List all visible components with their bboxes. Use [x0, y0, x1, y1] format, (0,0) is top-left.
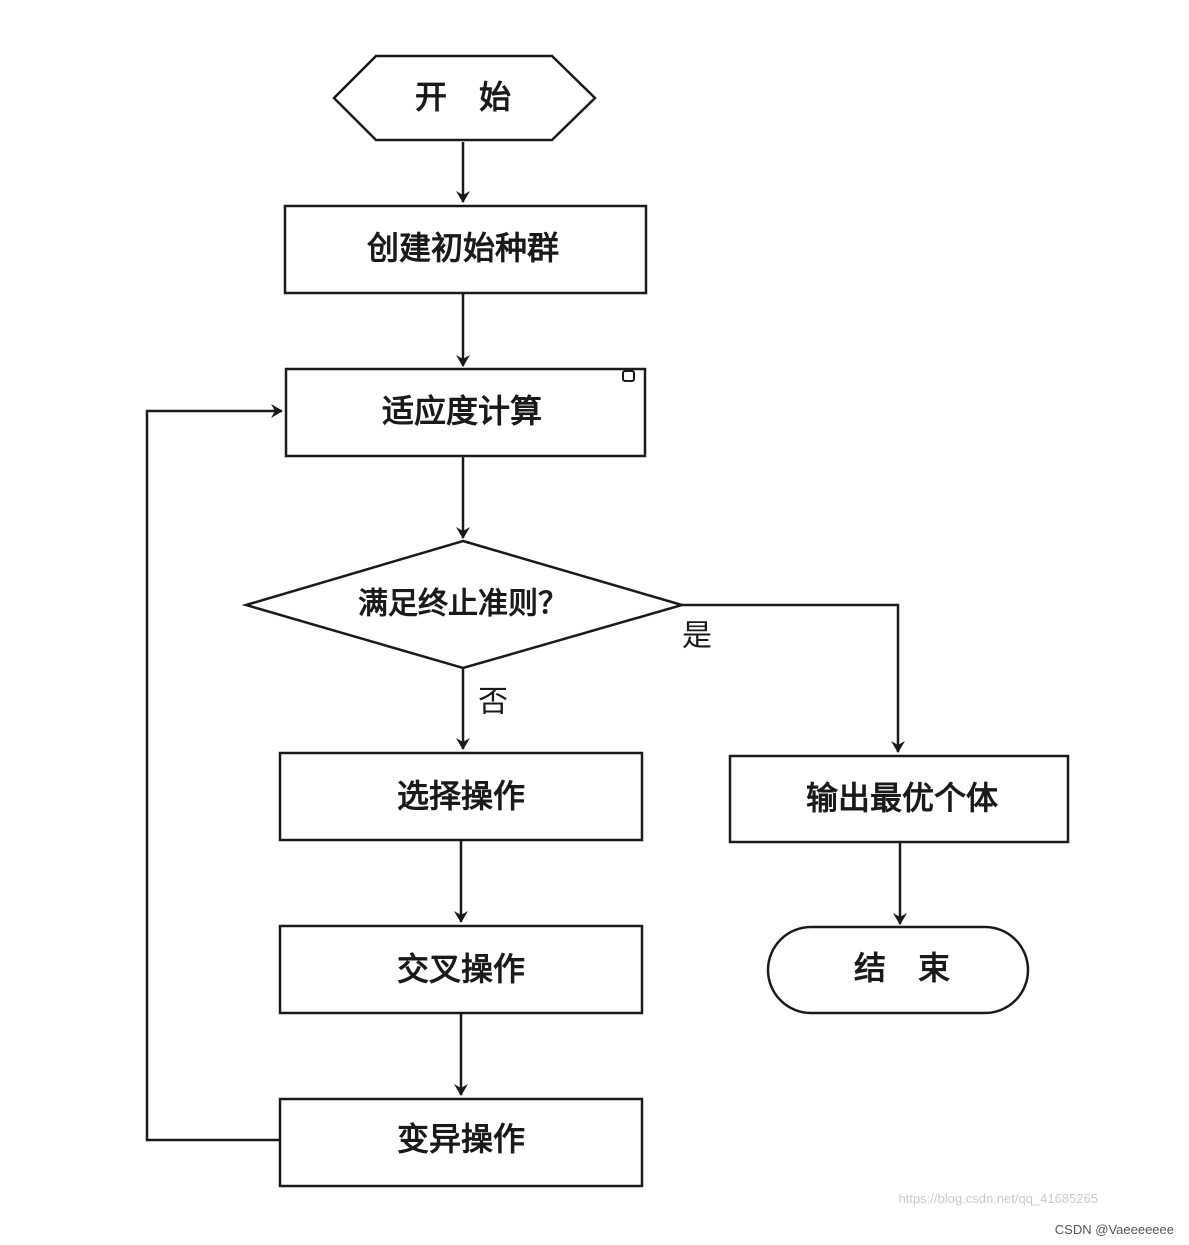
end-label: 结 束 — [854, 949, 950, 987]
fitness-node — [284, 367, 647, 458]
output-best-label: 输出最优个体 — [806, 779, 998, 817]
fitness-label: 适应度计算 — [382, 392, 542, 430]
crossover-label: 交叉操作 — [397, 950, 525, 988]
start-label: 开 始 — [415, 78, 511, 116]
selection-node — [278, 751, 644, 842]
init-population-label: 创建初始种群 — [366, 229, 559, 267]
edge-label-no: 否 — [478, 685, 508, 720]
end-node — [766, 925, 1030, 1015]
small-mark-icon — [622, 370, 635, 382]
output-best-node — [728, 754, 1070, 844]
terminate-check-label: 满足终止准则？ — [358, 587, 568, 622]
init-population-node — [283, 204, 648, 295]
edge-check-to-output — [682, 603, 905, 753]
mutation-node — [278, 1097, 644, 1188]
start-node — [332, 54, 597, 142]
watermark-credit: CSDN @Vaeeeeeee — [1055, 1222, 1174, 1237]
terminate-check-node — [241, 539, 687, 670]
mutation-label: 变异操作 — [397, 1120, 525, 1158]
crossover-node — [278, 924, 644, 1015]
watermark-url: https://blog.csdn.net/qq_41685265 — [899, 1191, 1099, 1206]
selection-label: 选择操作 — [397, 777, 525, 815]
edge-label-yes: 是 — [682, 619, 712, 654]
edge-mutation-loop-to-fitness — [145, 404, 283, 1142]
